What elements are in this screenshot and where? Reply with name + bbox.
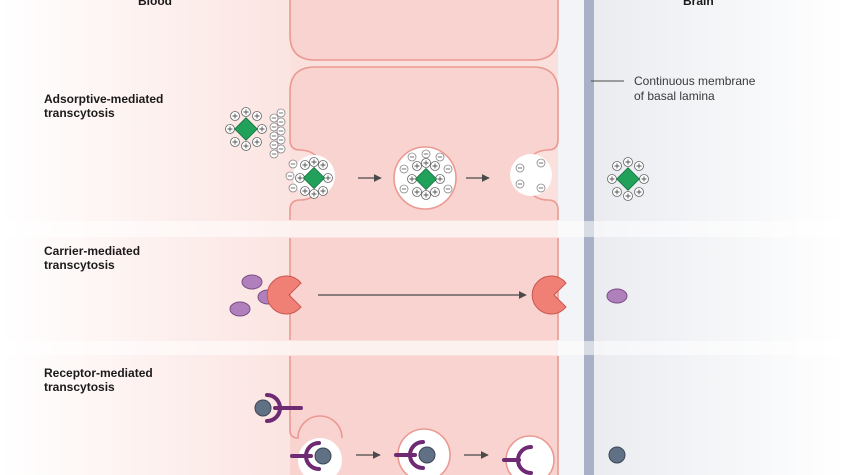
receptor-label: Receptor-mediated transcytosis [44, 366, 153, 394]
membrane-label: Continuous membrane of basal lamina [634, 74, 756, 103]
endothelial-cell-top [289, 0, 559, 61]
substrate-molecules-blood [229, 274, 279, 317]
brain-region [558, 0, 844, 475]
receptor-ligand-vesicle-2 [394, 440, 436, 470]
blood-header: Blood [138, 0, 172, 8]
carrier-protein-abluminal [531, 275, 567, 315]
cationic-molecule-brain [607, 157, 649, 201]
cationic-molecule-vesicle-2 [399, 149, 453, 200]
ligand-brain [608, 446, 626, 464]
adsorptive-label: Adsorptive-mediated transcytosis [44, 92, 164, 120]
receptor-vesicle-emptied [505, 435, 555, 475]
carrier-protein-luminal [266, 275, 302, 315]
membrane-anionic-charges [269, 108, 286, 159]
brain-header: Brain [683, 0, 714, 8]
receptor-ligand-blood [254, 393, 303, 423]
cationic-molecule-blood [225, 107, 267, 151]
basal-lamina-membrane [584, 0, 594, 475]
vesicle-emptied [510, 154, 552, 196]
receptor-ligand-vesicle-1 [290, 441, 332, 471]
blood-region [0, 0, 290, 475]
substrate-molecule-brain [606, 288, 628, 304]
cationic-molecule-vesicle-1 [285, 157, 333, 199]
endothelial-cell-carrier [290, 238, 558, 340]
carrier-label: Carrier-mediated transcytosis [44, 244, 141, 272]
receptor-empty [502, 445, 533, 475]
